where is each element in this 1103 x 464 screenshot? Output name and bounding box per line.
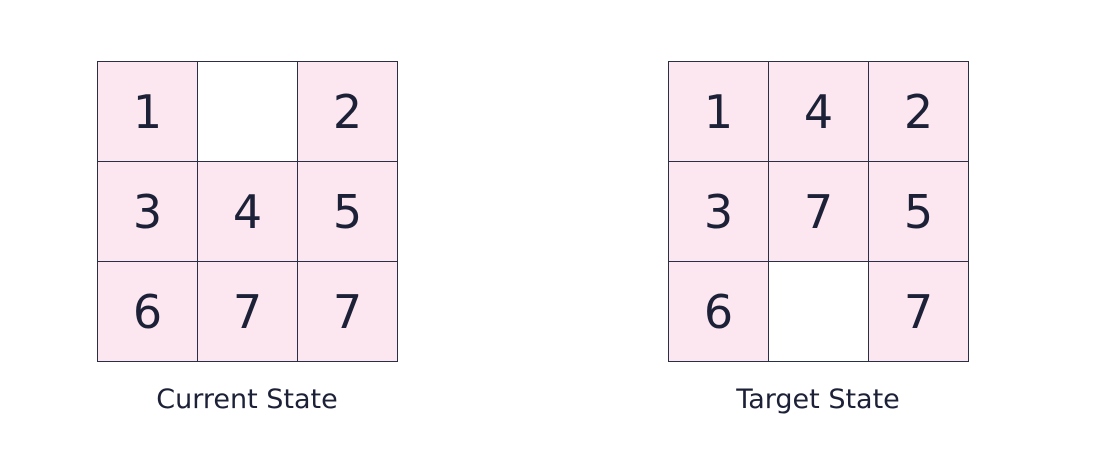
current-state-puzzle: 1 2 3 4 5 6 7 7 Current State xyxy=(97,61,398,415)
target-state-caption: Target State xyxy=(736,384,900,415)
current-tile-5[interactable]: 4 xyxy=(198,162,298,262)
target-tile-6: 5 xyxy=(869,162,969,262)
target-state-puzzle: 1 4 2 3 7 5 6 7 Target State xyxy=(668,61,969,415)
current-state-grid: 1 2 3 4 5 6 7 7 xyxy=(97,61,398,362)
current-tile-3[interactable]: 2 xyxy=(298,62,398,162)
current-tile-2[interactable] xyxy=(198,62,298,162)
target-tile-9: 7 xyxy=(869,262,969,362)
target-tile-7: 6 xyxy=(669,262,769,362)
target-tile-5: 7 xyxy=(769,162,869,262)
current-tile-1[interactable]: 1 xyxy=(98,62,198,162)
target-tile-8 xyxy=(769,262,869,362)
current-tile-7[interactable]: 6 xyxy=(98,262,198,362)
current-tile-9[interactable]: 7 xyxy=(298,262,398,362)
target-state-grid: 1 4 2 3 7 5 6 7 xyxy=(668,61,969,362)
current-tile-8[interactable]: 7 xyxy=(198,262,298,362)
target-tile-2: 4 xyxy=(769,62,869,162)
target-tile-1: 1 xyxy=(669,62,769,162)
current-tile-6[interactable]: 5 xyxy=(298,162,398,262)
current-tile-4[interactable]: 3 xyxy=(98,162,198,262)
target-tile-3: 2 xyxy=(869,62,969,162)
current-state-caption: Current State xyxy=(156,384,338,415)
target-tile-4: 3 xyxy=(669,162,769,262)
